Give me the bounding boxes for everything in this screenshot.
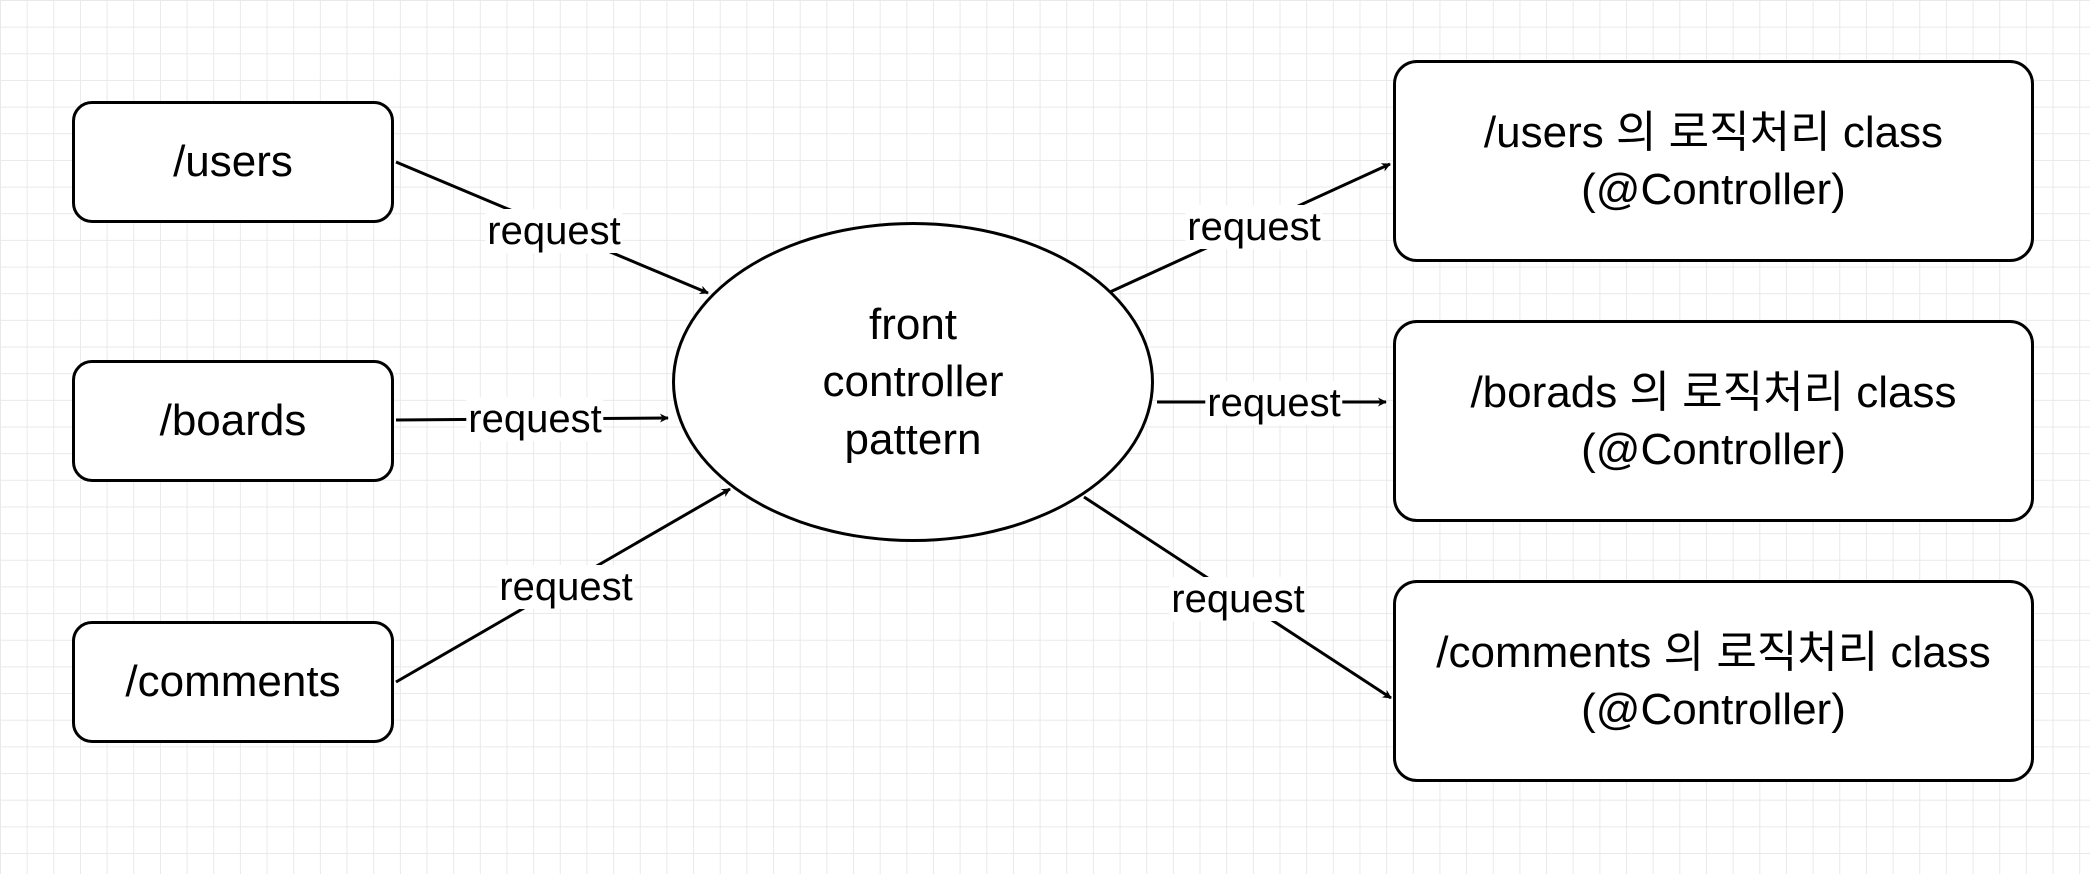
source-box-boards[interactable]: /boards (72, 360, 394, 482)
source-label-comments: /comments (125, 657, 341, 707)
target-comments-line-2: (@Controller) (1581, 685, 1846, 734)
target-box-comments-controller[interactable]: /comments 의 로직처리 class (@Controller) (1393, 580, 2034, 782)
source-label-boards: /boards (159, 396, 307, 446)
source-box-comments[interactable]: /comments (72, 621, 394, 743)
target-boards-line-2: (@Controller) (1581, 425, 1846, 474)
target-users-line-2: (@Controller) (1581, 165, 1846, 214)
front-controller-ellipse[interactable]: front controller pattern (672, 222, 1154, 542)
edge-label-comments-to-center: request (497, 565, 635, 609)
center-line-3: pattern (844, 414, 982, 464)
edge-label-center-to-boards: request (1205, 381, 1343, 425)
target-comments-line-1: /comments 의 로직처리 class (1436, 627, 1991, 677)
center-line-2: controller (822, 357, 1004, 407)
target-box-users-controller[interactable]: /users 의 로직처리 class (@Controller) (1393, 60, 2034, 262)
edge-label-users-to-center: request (485, 209, 623, 253)
target-box-boards-controller[interactable]: /borads 의 로직처리 class (@Controller) (1393, 320, 2034, 522)
edge-label-boards-to-center: request (466, 397, 604, 441)
edge-label-center-to-comments: request (1169, 577, 1307, 621)
source-label-users: /users (173, 137, 293, 187)
target-boards-line-1: /borads 의 로직처리 class (1470, 367, 1957, 417)
target-users-line-1: /users 의 로직처리 class (1483, 107, 1944, 157)
center-line-1: front (868, 300, 958, 350)
source-box-users[interactable]: /users (72, 101, 394, 223)
edge-label-center-to-users: request (1185, 205, 1323, 249)
